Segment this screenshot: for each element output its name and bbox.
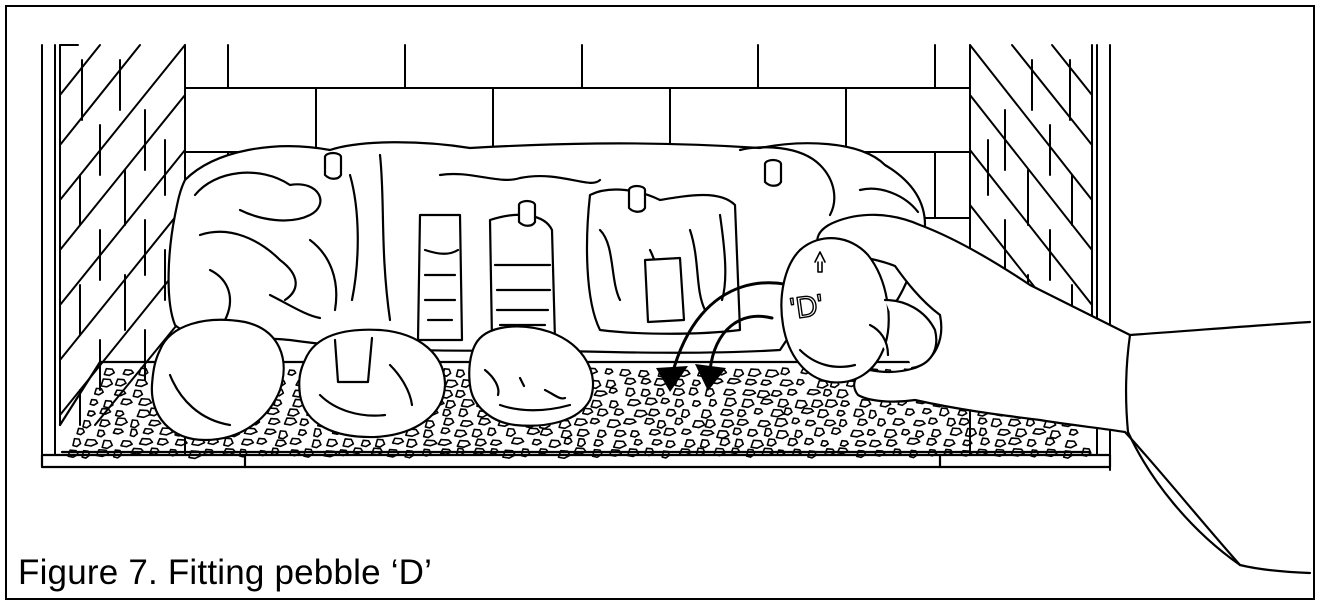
pebble-a xyxy=(152,320,284,440)
figure-caption: Figure 7. Fitting pebble ‘D’ xyxy=(18,553,432,593)
pebble-d-label: 'D' xyxy=(788,289,825,326)
pebble-b xyxy=(299,330,445,437)
